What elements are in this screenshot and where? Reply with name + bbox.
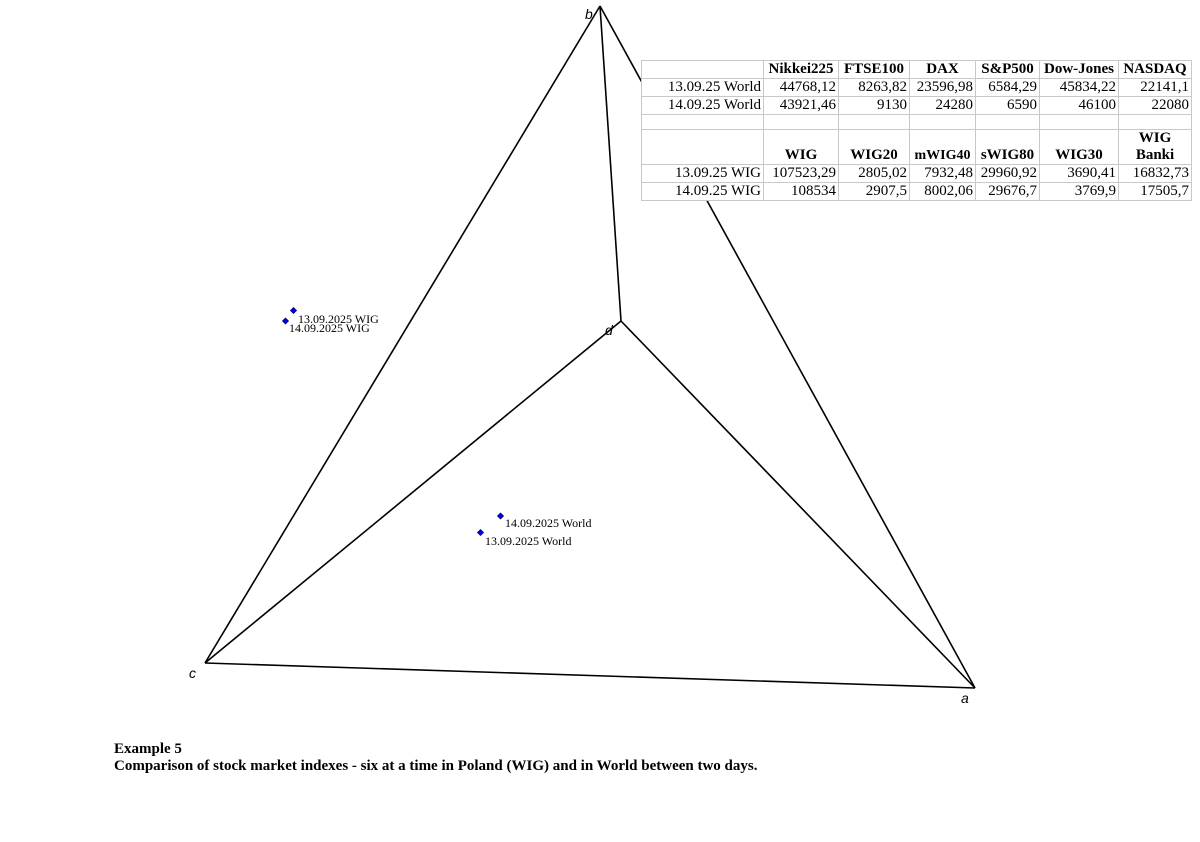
edge-c-a xyxy=(204,662,976,689)
table-cell: 24280 xyxy=(909,96,976,115)
point-13-09-2025-world: 13.09.2025 World xyxy=(476,528,571,548)
col-header: sWIG80 xyxy=(975,129,1040,165)
point-marker xyxy=(281,317,290,325)
corner-cell xyxy=(641,60,764,79)
col-header: WIG20 xyxy=(838,129,910,165)
col-header: FTSE100 xyxy=(838,60,910,79)
row-label: 14.09.25 WIG xyxy=(641,182,764,201)
point-label: 14.09.2025 World xyxy=(505,516,591,530)
table-cell: 17505,7 xyxy=(1118,182,1192,201)
table-cell: 22141,1 xyxy=(1118,78,1192,97)
table-cell: 8263,82 xyxy=(838,78,910,97)
empty-cell xyxy=(641,114,764,130)
vertex-labels: b d c a xyxy=(189,6,969,706)
row-label: 13.09.25 World xyxy=(641,78,764,97)
spacer-row xyxy=(641,114,1192,130)
col-header: WIG xyxy=(763,129,839,165)
table-cell: 44768,12 xyxy=(763,78,839,97)
caption-title: Example 5 xyxy=(114,741,182,757)
table-cell: 22080 xyxy=(1118,96,1192,115)
vertex-label-b: b xyxy=(585,6,593,22)
figure-caption: Example 5 Comparison of stock market ind… xyxy=(114,741,758,775)
table-cell: 7932,48 xyxy=(909,164,976,183)
table-cell: 6584,29 xyxy=(975,78,1040,97)
point-marker xyxy=(289,306,298,315)
table-cell: 23596,98 xyxy=(909,78,976,97)
table-cell: 2805,02 xyxy=(838,164,910,183)
table-row: 14.09.25 WIG 108534 2907,5 8002,06 29676… xyxy=(641,182,1192,201)
table-cell: 3769,9 xyxy=(1039,182,1119,201)
empty-cell xyxy=(909,114,976,130)
vertex-label-d: d xyxy=(605,322,614,338)
col-header: Nikkei225 xyxy=(763,60,839,79)
col-header: S&P500 xyxy=(975,60,1040,79)
col-header: DAX xyxy=(909,60,976,79)
col-header: mWIG40 xyxy=(909,129,976,165)
index-table: Nikkei225 FTSE100 DAX S&P500 Dow-Jones N… xyxy=(641,60,1192,201)
data-points: 13.09.2025 WIG 14.09.2025 WIG 14.09.2025… xyxy=(281,306,591,548)
table-cell: 2907,5 xyxy=(838,182,910,201)
point-marker xyxy=(496,512,505,520)
wig-header-row: WIG WIG20 mWIG40 sWIG80 WIG30 WIG Banki xyxy=(641,129,1192,165)
point-13-09-2025-wig: 13.09.2025 WIG xyxy=(289,306,379,326)
point-label: 13.09.2025 WIG xyxy=(298,312,379,326)
edge-b-d xyxy=(599,5,622,322)
table-cell: 46100 xyxy=(1039,96,1119,115)
empty-cell xyxy=(1118,114,1192,130)
col-header: NASDAQ xyxy=(1118,60,1192,79)
corner-cell xyxy=(641,129,764,165)
vertex-label-a: a xyxy=(961,690,969,706)
col-header: WIG Banki xyxy=(1118,129,1192,165)
vertex-label-c: c xyxy=(189,665,196,681)
table-cell: 108534 xyxy=(763,182,839,201)
col-header: WIG30 xyxy=(1039,129,1119,165)
row-label: 13.09.25 WIG xyxy=(641,164,764,183)
point-label: 13.09.2025 World xyxy=(485,534,571,548)
edge-c-d xyxy=(204,320,622,664)
edge-a-d xyxy=(620,320,976,689)
table-row: 13.09.25 WIG 107523,29 2805,02 7932,48 2… xyxy=(641,164,1192,183)
empty-cell xyxy=(838,114,910,130)
table-cell: 29960,92 xyxy=(975,164,1040,183)
col-header: Dow-Jones xyxy=(1039,60,1119,79)
edge-b-c xyxy=(204,5,601,664)
table-cell: 3690,41 xyxy=(1039,164,1119,183)
table-cell: 45834,22 xyxy=(1039,78,1119,97)
table-cell: 6590 xyxy=(975,96,1040,115)
empty-cell xyxy=(1039,114,1119,130)
point-label: 14.09.2025 WIG xyxy=(289,321,370,335)
table-cell: 8002,06 xyxy=(909,182,976,201)
table-cell: 107523,29 xyxy=(763,164,839,183)
point-14-09-2025-wig: 14.09.2025 WIG xyxy=(281,317,370,335)
table-row: 14.09.25 World 43921,46 9130 24280 6590 … xyxy=(641,96,1192,115)
table-cell: 9130 xyxy=(838,96,910,115)
empty-cell xyxy=(975,114,1040,130)
point-marker xyxy=(476,528,485,537)
table-cell: 43921,46 xyxy=(763,96,839,115)
world-header-row: Nikkei225 FTSE100 DAX S&P500 Dow-Jones N… xyxy=(641,60,1192,79)
table-cell: 16832,73 xyxy=(1118,164,1192,183)
empty-cell xyxy=(763,114,839,130)
table-cell: 29676,7 xyxy=(975,182,1040,201)
table-row: 13.09.25 World 44768,12 8263,82 23596,98… xyxy=(641,78,1192,97)
point-14-09-2025-world: 14.09.2025 World xyxy=(496,512,591,530)
caption-text: Comparison of stock market indexes - six… xyxy=(114,758,758,774)
row-label: 14.09.25 World xyxy=(641,96,764,115)
